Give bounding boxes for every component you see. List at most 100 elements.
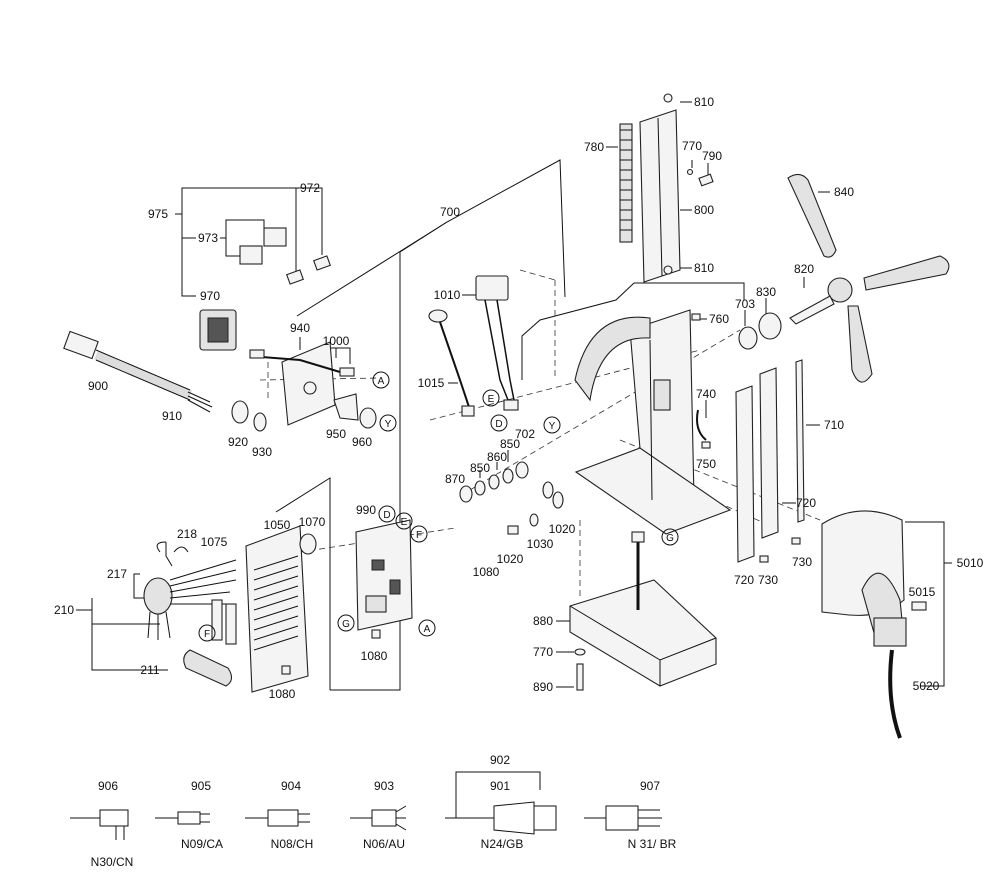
part-label: 973 — [198, 231, 218, 245]
part-label: 990 — [356, 503, 376, 517]
part-label: 702 — [515, 427, 535, 441]
part-label: 800 — [694, 203, 714, 217]
part-label: 700 — [440, 205, 460, 219]
part-label: 880 — [533, 614, 553, 628]
plug-variant-label: N09/CA — [181, 837, 223, 851]
part-label: 850 — [500, 437, 520, 451]
connector-label: A — [378, 376, 385, 387]
connector-label: G — [342, 619, 350, 630]
part-label: 903 — [374, 779, 394, 793]
part-label: 1050 — [264, 518, 291, 532]
parts-drawings — [63, 93, 950, 840]
part-label: 790 — [702, 149, 722, 163]
part-label: 1000 — [323, 334, 350, 348]
connector-marker: G — [661, 528, 679, 546]
part-label: 720 — [796, 496, 816, 510]
part-label: 210 — [54, 603, 74, 617]
part-label: 950 — [326, 427, 346, 441]
part-label: 920 — [228, 435, 248, 449]
part-label: 930 — [252, 445, 272, 459]
connector-marker: F — [198, 624, 216, 642]
part-label: 760 — [709, 312, 729, 326]
part-label: 5015 — [909, 585, 936, 599]
connector-label: G — [666, 533, 674, 544]
part-label: 730 — [792, 555, 812, 569]
connector-label: F — [204, 629, 210, 640]
part-label: 901 — [490, 779, 510, 793]
part-label: 970 — [200, 289, 220, 303]
part-label: 870 — [445, 472, 465, 486]
part-label: 830 — [756, 285, 776, 299]
part-label: 720 — [734, 573, 754, 587]
part-label: 905 — [191, 779, 211, 793]
connector-label: Y — [385, 419, 392, 430]
part-label: 810 — [694, 261, 714, 275]
part-label: 860 — [487, 450, 507, 464]
part-label: 960 — [352, 435, 372, 449]
plug-variant-label: N06/AU — [363, 837, 405, 851]
part-label: 820 — [794, 262, 814, 276]
part-label: 1075 — [201, 535, 228, 549]
plug-variant-label: N30/CN — [91, 855, 134, 869]
part-label: 218 — [177, 527, 197, 541]
part-label: 910 — [162, 409, 182, 423]
part-label: 1080 — [269, 687, 296, 701]
part-label: 1080 — [361, 649, 388, 663]
part-label: 810 — [694, 95, 714, 109]
connector-marker: A — [418, 619, 436, 637]
part-label: 730 — [758, 573, 778, 587]
plug-variant-labels: N30/CN N09/CA N08/CH N06/AU N24/GB N 31/… — [91, 837, 677, 869]
part-label: 1080 — [473, 565, 500, 579]
part-label: 740 — [696, 387, 716, 401]
connector-marker: D — [378, 505, 396, 523]
part-label: 1020 — [497, 552, 524, 566]
plug-variant-label: N 31/ BR — [628, 837, 677, 851]
connector-marker: A — [372, 371, 390, 389]
part-label: 780 — [584, 140, 604, 154]
part-label: 1010 — [434, 288, 461, 302]
connector-label: D — [495, 419, 502, 430]
connector-label: Y — [549, 421, 556, 432]
part-label: 906 — [98, 779, 118, 793]
part-label: 710 — [824, 418, 844, 432]
part-label: 770 — [533, 645, 553, 659]
part-label: 890 — [533, 680, 553, 694]
connector-marker: Y — [379, 414, 397, 432]
part-label: 211 — [140, 663, 159, 677]
part-label: 1015 — [418, 376, 445, 390]
connector-label: E — [488, 394, 495, 405]
part-label: 975 — [148, 207, 168, 221]
part-label: 902 — [490, 753, 510, 767]
leader-lines — [76, 101, 952, 818]
part-label: 5010 — [957, 556, 984, 570]
connector-label: A — [424, 624, 431, 635]
part-label: 907 — [640, 779, 660, 793]
connector-label: E — [401, 517, 408, 528]
part-label: 1030 — [527, 537, 554, 551]
connector-marker: F — [410, 525, 428, 543]
connector-marker: Y — [543, 416, 561, 434]
part-label: 770 — [682, 139, 702, 153]
plug-variant-label: N08/CH — [271, 837, 314, 851]
connector-marker: D — [490, 414, 508, 432]
part-label: 1070 — [299, 515, 326, 529]
part-label: 703 — [735, 297, 755, 311]
part-label: 840 — [834, 185, 854, 199]
part-label: 5020 — [913, 679, 940, 693]
part-label: 1020 — [549, 522, 576, 536]
connector-marker: E — [482, 389, 500, 407]
part-label: 940 — [290, 321, 310, 335]
connector-marker: G — [337, 614, 355, 632]
connector-label: F — [416, 530, 422, 541]
connector-marker: E — [395, 512, 413, 530]
part-label: 972 — [300, 181, 320, 195]
part-label: 900 — [88, 379, 108, 393]
connector-markers: A Y E D Y D E F G A G F — [198, 371, 679, 642]
part-label: 904 — [281, 779, 301, 793]
part-number-labels: 700 975 972 973 970 940 1000 900 910 920… — [54, 95, 984, 793]
part-label: 750 — [696, 457, 716, 471]
plug-variant-label: N24/GB — [481, 837, 524, 851]
part-label: 850 — [470, 461, 490, 475]
connector-label: D — [383, 510, 390, 521]
